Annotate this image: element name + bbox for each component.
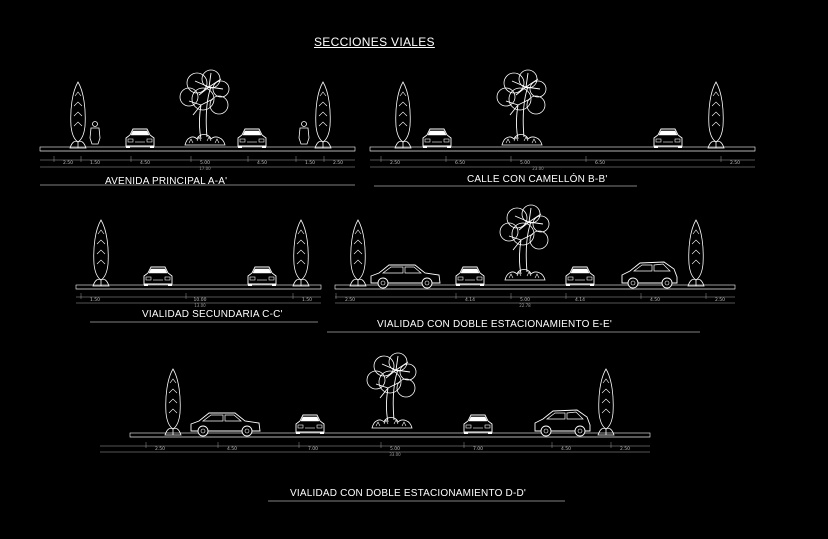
section-c-c [75, 219, 322, 323]
dimension-b-4: 2.50 [730, 160, 740, 166]
dimension-e-0: 2.50 [345, 297, 355, 303]
dimension-e-2: 5.00 [520, 297, 530, 303]
section-d-label: VIALIDAD CON DOBLE ESTACIONAMIENTO D-D' [290, 488, 527, 499]
dimension-total-e: 22.78 [519, 303, 531, 308]
dimension-b-0: 2.50 [390, 160, 400, 166]
section-a-label: AVENIDA PRINCIPAL A-A' [105, 176, 228, 187]
section-e-label: VIALIDAD CON DOBLE ESTACIONAMIENTO E-E' [377, 319, 612, 330]
dimension-b-1: 6.50 [455, 160, 465, 166]
section-c-label: VIALIDAD SECUNDARIA C-C' [142, 309, 283, 320]
dimension-c-2: 1.50 [302, 297, 312, 303]
section-a-a [39, 69, 356, 186]
dimension-c-0: 1.50 [90, 297, 100, 303]
dimension-a-6: 2.50 [333, 160, 343, 166]
section-b-label: CALLE CON CAMELLÓN B-B' [467, 174, 608, 185]
dimension-d-2: 7.00 [308, 446, 318, 452]
dimension-a-5: 1.50 [305, 160, 315, 166]
dimension-b-3: 6.50 [595, 160, 605, 166]
section-d-d [100, 352, 651, 502]
dimension-d-0: 2.50 [155, 446, 165, 452]
dimension-total-d: 33.00 [389, 452, 401, 457]
dimension-d-6: 2.50 [620, 446, 630, 452]
dimension-a-3: 5.00 [200, 160, 210, 166]
dimension-e-1: 4.14 [465, 297, 475, 303]
dimension-b-2: 5.00 [520, 160, 530, 166]
dimension-e-4: 4.50 [650, 297, 660, 303]
dimension-a-4: 4.50 [257, 160, 267, 166]
dimension-a-0: 2.50 [63, 160, 73, 166]
section-b-b [369, 69, 756, 187]
dimension-a-1: 1.50 [90, 160, 100, 166]
drawing-title: SECCIONES VIALES [314, 35, 435, 49]
dimension-total-b: 23.00 [532, 166, 544, 171]
dimension-c-1: 10.00 [194, 297, 207, 303]
dimension-a-2: 4.50 [140, 160, 150, 166]
dimension-e-5: 2.50 [715, 297, 725, 303]
dimension-d-5: 4.50 [561, 446, 571, 452]
dimension-total-c: 13.00 [194, 303, 206, 308]
dimension-d-1: 4.50 [227, 446, 237, 452]
dimension-e-3: 4.14 [575, 297, 585, 303]
dimension-labels: 2.50 1.50 4.50 5.00 4.50 1.50 2.50 17.00 2.50 6.5… [53, 156, 740, 457]
dimension-d-3: 5.00 [390, 446, 400, 452]
dimension-d-4: 7.00 [473, 446, 483, 452]
dimension-total-a: 17.00 [199, 166, 211, 171]
section-e-e [327, 204, 736, 333]
